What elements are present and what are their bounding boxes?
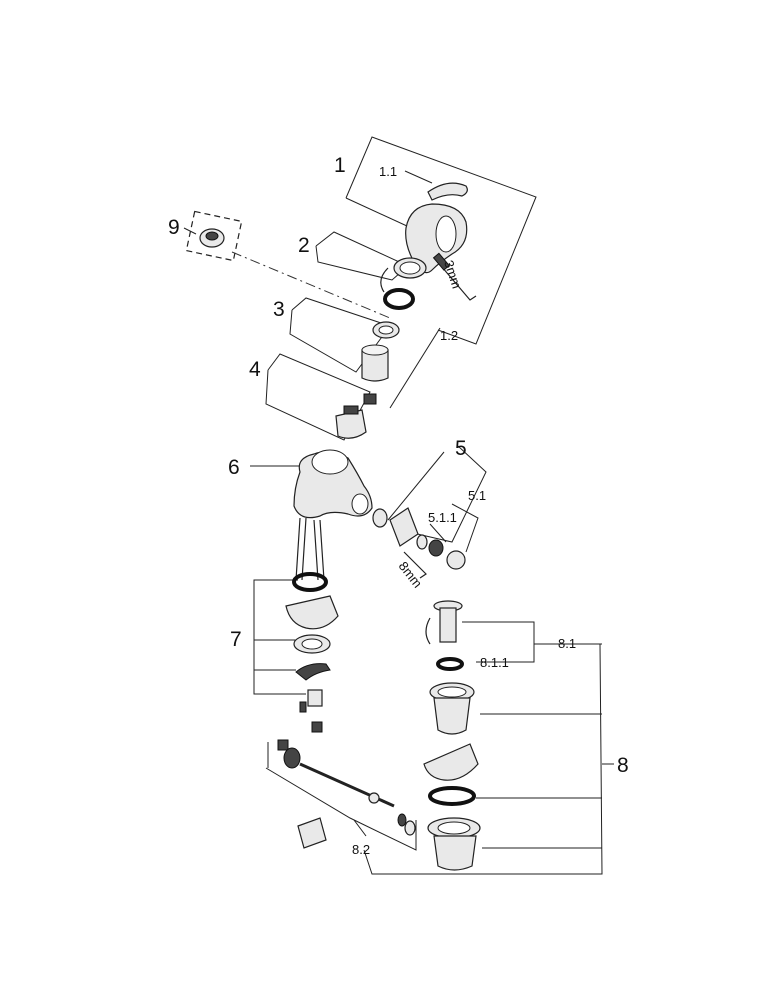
seal-8-1-1: [436, 657, 464, 671]
cartridge-4: [335, 409, 367, 439]
waste-nut-inner: [437, 821, 471, 835]
leader-5-a: [387, 451, 445, 521]
nut-8-2-b: [404, 820, 416, 836]
nut-8-2-a: [397, 813, 407, 827]
leader-8: [363, 643, 603, 875]
leader-5-1-1: [429, 523, 447, 543]
rotation-arrow: [380, 267, 389, 293]
clamp-8-2: [311, 721, 323, 733]
label-8-2: 8.2: [352, 842, 370, 857]
label-1: 1: [334, 154, 346, 177]
waste-gasket-plate: [423, 743, 479, 781]
leader-1: [345, 136, 537, 345]
mixer-body-top-opening: [311, 449, 349, 475]
handle-cap-part: [427, 182, 468, 201]
waste-body-upper: [433, 697, 471, 735]
leader-5: [399, 445, 487, 543]
label-4: 4: [249, 358, 261, 381]
allen-key-3mm: [435, 259, 477, 301]
leader-8-2: [265, 767, 417, 851]
waste-body-lower: [433, 835, 477, 871]
label-5: 5: [455, 437, 467, 460]
spring-8-2: [283, 747, 301, 769]
horseshoe-washer-7: [295, 663, 331, 681]
grub-screw: [432, 252, 450, 271]
accessory-part-9-core: [205, 231, 219, 241]
label-5-1: 5.1: [468, 488, 486, 503]
o-ring-2: [383, 288, 415, 310]
label-6: 6: [228, 456, 240, 479]
clamp-8-2-b: [277, 739, 289, 751]
leader-1-2: [389, 327, 441, 409]
allen-key-8mm: [403, 551, 427, 579]
gasket-plate-7: [285, 595, 339, 630]
label-7: 7: [230, 628, 242, 651]
leader-9: [183, 227, 197, 235]
label-8-1-1: 8.1.1: [480, 655, 509, 670]
label-8-1: 8.1: [558, 636, 576, 651]
spacer-ring-3-inner: [378, 325, 394, 335]
popup-rotation-arrow: [425, 617, 431, 645]
screw-8-2: [299, 701, 307, 713]
aerator-housing-5-1: [446, 550, 466, 570]
sleeve-3: [361, 349, 389, 382]
label-9: 9: [168, 216, 180, 239]
sleeve-3-top: [361, 344, 389, 356]
pull-rod: [299, 762, 395, 808]
leader-7: [253, 579, 306, 695]
leader-8-1: [462, 621, 535, 663]
label-3: 3: [273, 298, 285, 321]
washer-5: [372, 508, 388, 528]
label-5-1-1: 5.1.1: [428, 510, 457, 525]
label-1-2: 1.2: [440, 328, 458, 343]
leader-5-1: [451, 503, 479, 553]
flex-hose-left: [295, 517, 307, 581]
centerline-9: [231, 251, 391, 319]
aerator-5: [389, 507, 419, 547]
label-3mm: 3mm: [441, 258, 464, 290]
threaded-stud-7: [307, 689, 323, 707]
washer-7-inner: [301, 638, 323, 650]
ring-5-1-1-a: [416, 534, 428, 550]
cartridge-4-stem: [343, 405, 359, 415]
insert-5-1-1: [428, 539, 444, 557]
screw-4: [363, 393, 377, 405]
leader-1-1: [404, 170, 433, 184]
flex-hose-right: [313, 519, 325, 581]
label-2: 2: [298, 234, 310, 257]
mixer-body-side-opening: [351, 493, 369, 515]
label-8mm: 8mm: [396, 559, 426, 591]
o-ring-7: [292, 572, 328, 592]
popup-plug-stem: [439, 607, 457, 643]
leader-8-2-label: [353, 819, 367, 837]
leader-2: [315, 231, 409, 281]
label-8: 8: [617, 754, 629, 777]
lever-handle-opening: [435, 215, 457, 253]
cover-sleeve-inner: [399, 261, 421, 275]
label-1-1: 1.1: [379, 164, 397, 179]
waste-o-ring: [428, 786, 476, 806]
waste-flange-inner: [437, 686, 467, 698]
hose-connector: [297, 817, 327, 849]
rod-ball: [368, 792, 380, 804]
